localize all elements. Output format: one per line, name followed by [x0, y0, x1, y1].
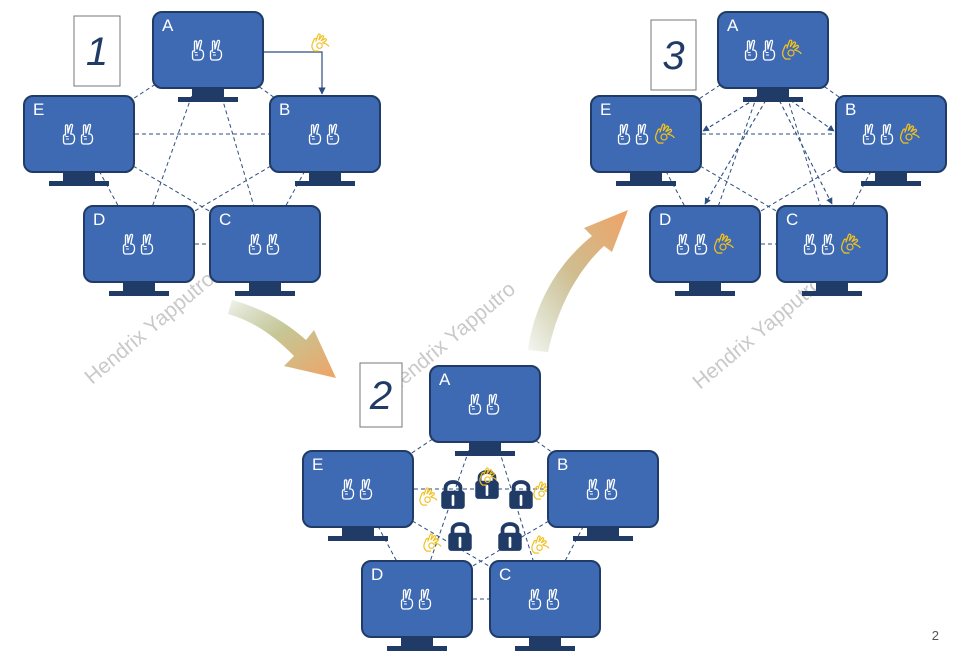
- monitor-base: [109, 291, 169, 296]
- monitor-neck: [123, 282, 155, 291]
- monitor-base: [328, 536, 388, 541]
- stage-3-group: A E B D C 3: [590, 11, 947, 296]
- monitor-base: [802, 291, 862, 296]
- monitor-screen: [209, 205, 321, 283]
- monitor-neck: [757, 88, 789, 97]
- node-label: E: [600, 100, 611, 119]
- transition-arrow-1-to-2: [228, 300, 336, 378]
- monitor-base: [295, 181, 355, 186]
- broadcast-arrow-a-to-d: [704, 87, 774, 205]
- node-label: C: [219, 210, 231, 229]
- broadcast-arrow-a-to-c: [772, 87, 833, 205]
- node-c-stage-3: C: [776, 205, 888, 296]
- broadcast-arrow-a-to-b: [772, 87, 835, 132]
- node-label: D: [371, 565, 383, 584]
- node-label: D: [659, 210, 671, 229]
- transition-arrow-2-to-3: [528, 210, 628, 352]
- request-arrow-a-to-b: [263, 51, 326, 95]
- node-a-stage-2: A: [429, 365, 541, 456]
- monitor-neck: [875, 172, 907, 181]
- node-label: B: [557, 455, 568, 474]
- monitor-screen: [547, 450, 659, 528]
- stage-1-group: A E B D C 1: [23, 11, 381, 296]
- step-number: 2: [369, 374, 392, 418]
- step-number-box: [650, 19, 697, 91]
- monitor-screen: [361, 560, 473, 638]
- page-number: 2: [931, 628, 939, 643]
- monitor-base: [455, 451, 515, 456]
- monitor-neck: [401, 637, 433, 646]
- monitor-base: [675, 291, 735, 296]
- monitor-base: [235, 291, 295, 296]
- node-label: A: [439, 370, 451, 389]
- node-label: D: [93, 210, 105, 229]
- monitor-neck: [816, 282, 848, 291]
- node-label: B: [279, 100, 290, 119]
- monitor-neck: [469, 442, 501, 451]
- padlock-icon: [508, 480, 534, 510]
- monitor-neck: [192, 88, 224, 97]
- monitor-base: [743, 97, 803, 102]
- node-label: E: [33, 100, 44, 119]
- monitor-screen: [152, 11, 264, 89]
- monitor-base: [861, 181, 921, 186]
- monitor-screen: [429, 365, 541, 443]
- ok-hand-icon: [311, 33, 330, 52]
- node-e-stage-3: E: [590, 95, 702, 186]
- node-a-stage-3: A: [717, 11, 829, 102]
- padlock-icon: [440, 480, 466, 510]
- monitor-neck: [630, 172, 662, 181]
- ok-hand-icon: [419, 487, 438, 506]
- monitor-base: [515, 646, 575, 651]
- monitor-base: [616, 181, 676, 186]
- node-d-stage-3: D: [649, 205, 761, 296]
- monitor-screen: [23, 95, 135, 173]
- step-number: 1: [86, 30, 108, 74]
- node-label: E: [312, 455, 323, 474]
- step-number-box: [359, 362, 403, 428]
- monitor-neck: [587, 527, 619, 536]
- node-d-stage-1: D: [83, 205, 195, 296]
- padlock-icon: [447, 522, 473, 552]
- ok-hand-icon: [531, 535, 550, 554]
- node-label: A: [162, 16, 174, 35]
- node-d-stage-2: D: [361, 560, 473, 651]
- node-label: A: [727, 16, 739, 35]
- step-number: 3: [662, 34, 684, 78]
- monitor-neck: [63, 172, 95, 181]
- padlock-icon: [497, 522, 523, 552]
- step-number-box: [73, 15, 121, 87]
- node-c-stage-1: C: [209, 205, 321, 296]
- node-e-stage-1: E: [23, 95, 135, 186]
- monitor-neck: [529, 637, 561, 646]
- monitor-screen: [83, 205, 195, 283]
- monitor-base: [387, 646, 447, 651]
- monitor-screen: [269, 95, 381, 173]
- monitor-base: [178, 97, 238, 102]
- node-label: B: [845, 100, 856, 119]
- node-b-stage-2: B: [547, 450, 659, 541]
- stage-2-group: A E B D C 2: [302, 362, 659, 651]
- monitor-screen: [302, 450, 414, 528]
- node-b-stage-3: B: [835, 95, 947, 186]
- monitor-base: [573, 536, 633, 541]
- monitor-neck: [342, 527, 374, 536]
- monitor-base: [49, 181, 109, 186]
- monitor-screen: [489, 560, 601, 638]
- monitor-neck: [309, 172, 341, 181]
- monitor-neck: [249, 282, 281, 291]
- node-label: C: [786, 210, 798, 229]
- node-a-stage-1: A: [152, 11, 264, 102]
- node-e-stage-2: E: [302, 450, 414, 541]
- node-c-stage-2: C: [489, 560, 601, 651]
- monitor-neck: [689, 282, 721, 291]
- node-label: C: [499, 565, 511, 584]
- node-b-stage-1: B: [269, 95, 381, 186]
